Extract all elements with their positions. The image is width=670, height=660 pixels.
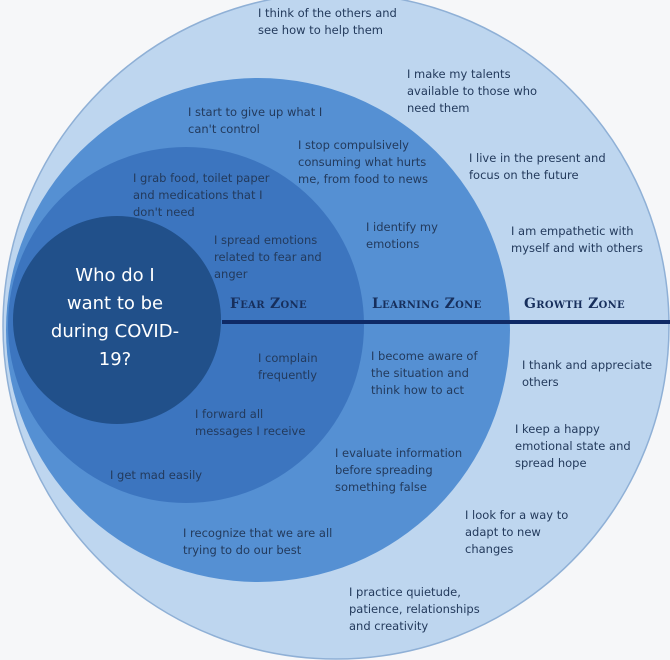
fear-item: I complain frequently bbox=[258, 351, 318, 382]
learning-item: I recognize that we are all trying to do… bbox=[183, 526, 333, 557]
growth-item: I look for a way to adapt to new changes bbox=[465, 508, 569, 556]
fear-item: I get mad easily bbox=[110, 468, 203, 482]
growth-item: I am empathetic with myself and with oth… bbox=[511, 224, 643, 255]
growth-item: I think of the others and see how to hel… bbox=[258, 6, 397, 37]
zone-divider-line bbox=[222, 320, 670, 324]
center-question: Who do I want to be during COVID- 19? bbox=[50, 265, 180, 370]
learning-item: I identify my emotions bbox=[366, 220, 438, 251]
learning-item: I stop compulsively consuming what hurts… bbox=[298, 138, 429, 186]
growth-zone-label: Growth Zone bbox=[524, 296, 625, 312]
fear-zone-label: Fear Zone bbox=[230, 296, 307, 312]
growth-item: I keep a happy emotional state and sprea… bbox=[515, 422, 631, 470]
growth-item: I live in the present and focus on the f… bbox=[469, 151, 606, 182]
growth-item: I thank and appreciate others bbox=[522, 358, 653, 389]
learning-item: I evaluate information before spreading … bbox=[335, 446, 463, 494]
core-circle bbox=[13, 216, 221, 424]
fear-item: I forward all messages I receive bbox=[195, 407, 306, 438]
fear-item: I spread emotions related to fear and an… bbox=[214, 233, 322, 281]
growth-item: I make my talents available to those who… bbox=[407, 67, 538, 115]
learning-item: I start to give up what I can't control bbox=[188, 105, 323, 136]
learning-zone-label: Learning Zone bbox=[372, 296, 482, 312]
fear-item: I grab food, toilet paper and medication… bbox=[133, 171, 270, 219]
learning-item: I become aware of the situation and thin… bbox=[371, 349, 478, 397]
growth-item: I practice quietude, patience, relations… bbox=[349, 585, 480, 633]
